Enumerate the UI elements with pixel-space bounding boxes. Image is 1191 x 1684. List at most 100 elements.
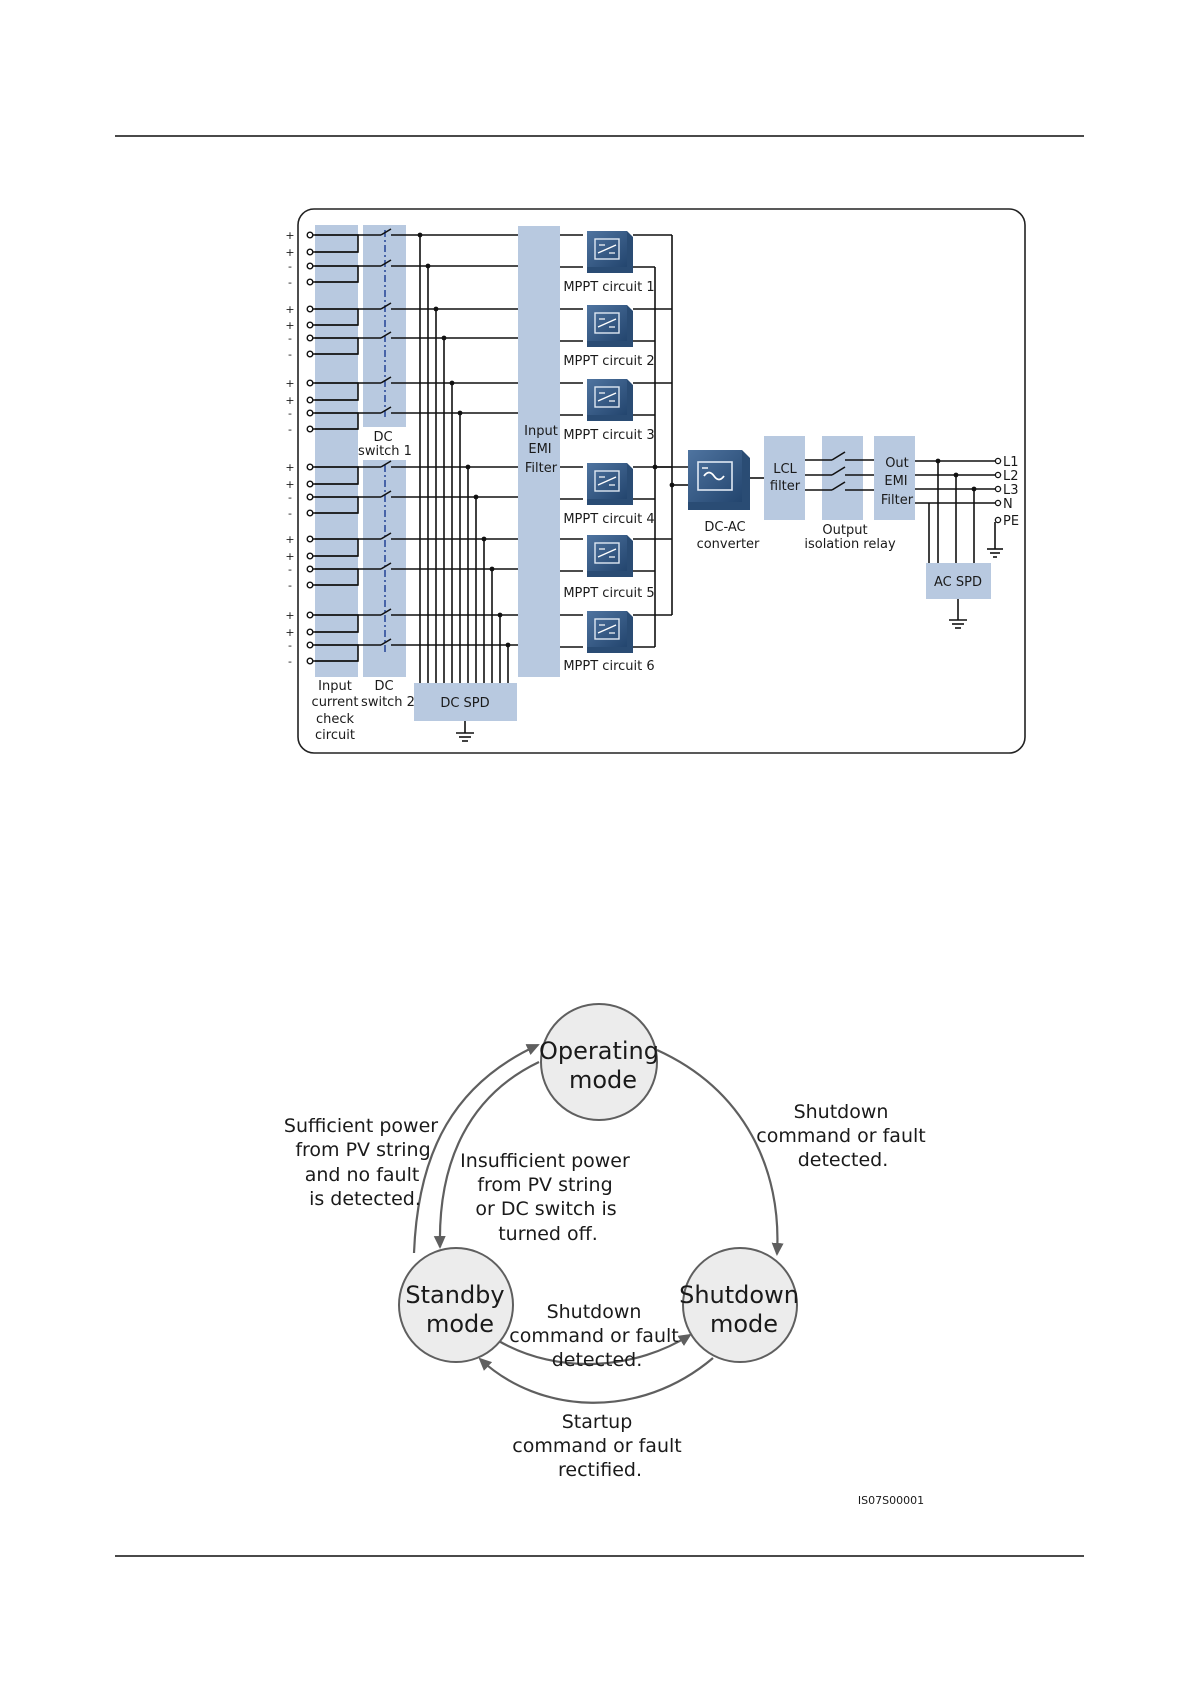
input-terminal xyxy=(306,334,314,342)
dc-switch-2-label-l1: DC xyxy=(374,679,393,694)
left-outer-l2: from PV string xyxy=(295,1139,430,1161)
bottom-inner-l3: detected. xyxy=(552,1349,643,1371)
polarity-sign: - xyxy=(288,260,292,273)
polarity-sign: + xyxy=(285,461,294,474)
bottom-outer-l1: Startup xyxy=(562,1411,633,1433)
input-terminal xyxy=(306,657,314,665)
polarity-sign: + xyxy=(285,246,294,259)
left-inner-l4: turned off. xyxy=(498,1223,598,1245)
polarity-labels: ++--++--++--++--++--++-- xyxy=(285,229,294,668)
mppt-module-icon xyxy=(587,379,633,421)
polarity-sign: + xyxy=(285,303,294,316)
polarity-sign: + xyxy=(285,533,294,546)
out-emi-label-l2: EMI xyxy=(884,474,907,489)
polarity-sign: - xyxy=(288,332,292,345)
bottom-inner-l2: command or fault xyxy=(509,1325,678,1347)
relay-label-l2: isolation relay xyxy=(804,537,896,552)
input-terminal xyxy=(306,628,314,636)
polarity-sign: + xyxy=(285,626,294,639)
polarity-sign: + xyxy=(285,609,294,622)
input-terminal xyxy=(306,463,314,471)
operating-label-l1: Operating xyxy=(539,1037,659,1065)
mppt-module-icon xyxy=(587,535,633,577)
mppt-label-1: MPPT circuit 1 xyxy=(563,280,654,295)
output-label-l2: L2 xyxy=(1003,469,1019,484)
output-terminal xyxy=(994,516,1002,524)
input-check-label-l2: current xyxy=(312,695,359,710)
left-inner-l2: from PV string xyxy=(477,1174,612,1196)
input-emi-label-l1: Input xyxy=(524,424,558,439)
input-terminal xyxy=(306,581,314,589)
mppt-module-icon xyxy=(587,463,633,505)
polarity-sign: - xyxy=(288,423,292,436)
polarity-sign: - xyxy=(288,655,292,668)
standby-mode-node xyxy=(398,1247,514,1363)
lcl-label-l1: LCL xyxy=(773,462,797,477)
input-terminals xyxy=(306,231,1002,665)
dcac-label-l1: DC-AC xyxy=(704,520,745,535)
input-terminal xyxy=(306,552,314,560)
output-terminal xyxy=(994,457,1002,465)
left-outer-l3: and no fault xyxy=(305,1164,420,1186)
relay-contacts xyxy=(831,451,846,491)
mppt-label-3: MPPT circuit 3 xyxy=(563,428,654,443)
input-terminal xyxy=(306,509,314,517)
input-check-label-l3: check xyxy=(316,712,355,727)
polarity-sign: - xyxy=(288,276,292,289)
figure-id: IS07S00001 xyxy=(858,1494,924,1507)
dc-switch-1-label-l2: switch 1 xyxy=(358,444,412,459)
standby-label-l1: Standby xyxy=(405,1281,504,1309)
input-emi-filter-block xyxy=(518,226,560,677)
input-current-check-block xyxy=(315,225,358,677)
wiring xyxy=(313,228,995,683)
mppt-label-6: MPPT circuit 6 xyxy=(563,659,654,674)
arrow-operating-to-shutdown xyxy=(656,1048,784,1256)
shutdown-label-l2: mode xyxy=(710,1310,778,1338)
polarity-sign: - xyxy=(288,639,292,652)
polarity-sign: - xyxy=(288,407,292,420)
input-terminal xyxy=(306,305,314,313)
polarity-sign: - xyxy=(288,507,292,520)
dc-switch-2-label-l2: switch 2 xyxy=(361,695,415,710)
operating-label-l2: mode xyxy=(569,1066,637,1094)
input-terminal xyxy=(306,425,314,433)
lcl-label-l2: filter xyxy=(770,479,801,494)
shutdown-label-l1: Shutdown xyxy=(679,1281,799,1309)
ground-symbols xyxy=(456,522,1003,742)
input-terminal xyxy=(306,409,314,417)
mppt-label-2: MPPT circuit 2 xyxy=(563,354,654,369)
input-terminal xyxy=(306,262,314,270)
right-label-l3: detected. xyxy=(798,1149,889,1171)
left-inner-l3: or DC switch is xyxy=(475,1198,616,1220)
input-terminal xyxy=(306,611,314,619)
arrow-shutdown-to-standby xyxy=(478,1357,714,1404)
circuit-labels: DC switch 1 Input current check circuit … xyxy=(312,280,1020,743)
input-terminal xyxy=(306,641,314,649)
input-terminal xyxy=(306,565,314,573)
mppt-modules xyxy=(587,231,633,653)
dc-spd-block xyxy=(414,683,517,721)
input-terminal xyxy=(306,231,314,239)
operating-mode-node xyxy=(540,1003,658,1121)
right-label-l1: Shutdown xyxy=(794,1101,889,1123)
diagram-frame xyxy=(297,208,1026,754)
polarity-sign: + xyxy=(285,377,294,390)
input-check-label-l4: circuit xyxy=(315,728,355,743)
output-label-pe: PE xyxy=(1003,514,1019,529)
shutdown-mode-node xyxy=(682,1247,798,1363)
arrow-standby-to-operating xyxy=(412,1044,540,1254)
input-emi-label-l3: Filter xyxy=(525,461,558,476)
input-check-label-l1: Input xyxy=(318,679,352,694)
output-isolation-relay-block xyxy=(822,436,863,520)
mppt-module-icon xyxy=(587,611,633,653)
input-terminal xyxy=(306,248,314,256)
right-label-l2: command or fault xyxy=(756,1125,925,1147)
left-outer-l1: Sufficient power xyxy=(284,1115,438,1137)
input-terminal xyxy=(306,396,314,404)
left-inner-l1: Insufficient power xyxy=(460,1150,630,1172)
state-labels: Operating mode Standby mode Shutdown mod… xyxy=(284,1037,926,1507)
polarity-sign: + xyxy=(285,319,294,332)
polarity-sign: - xyxy=(288,579,292,592)
junction-dots xyxy=(417,232,977,648)
dc-spd-label: DC SPD xyxy=(440,696,489,711)
